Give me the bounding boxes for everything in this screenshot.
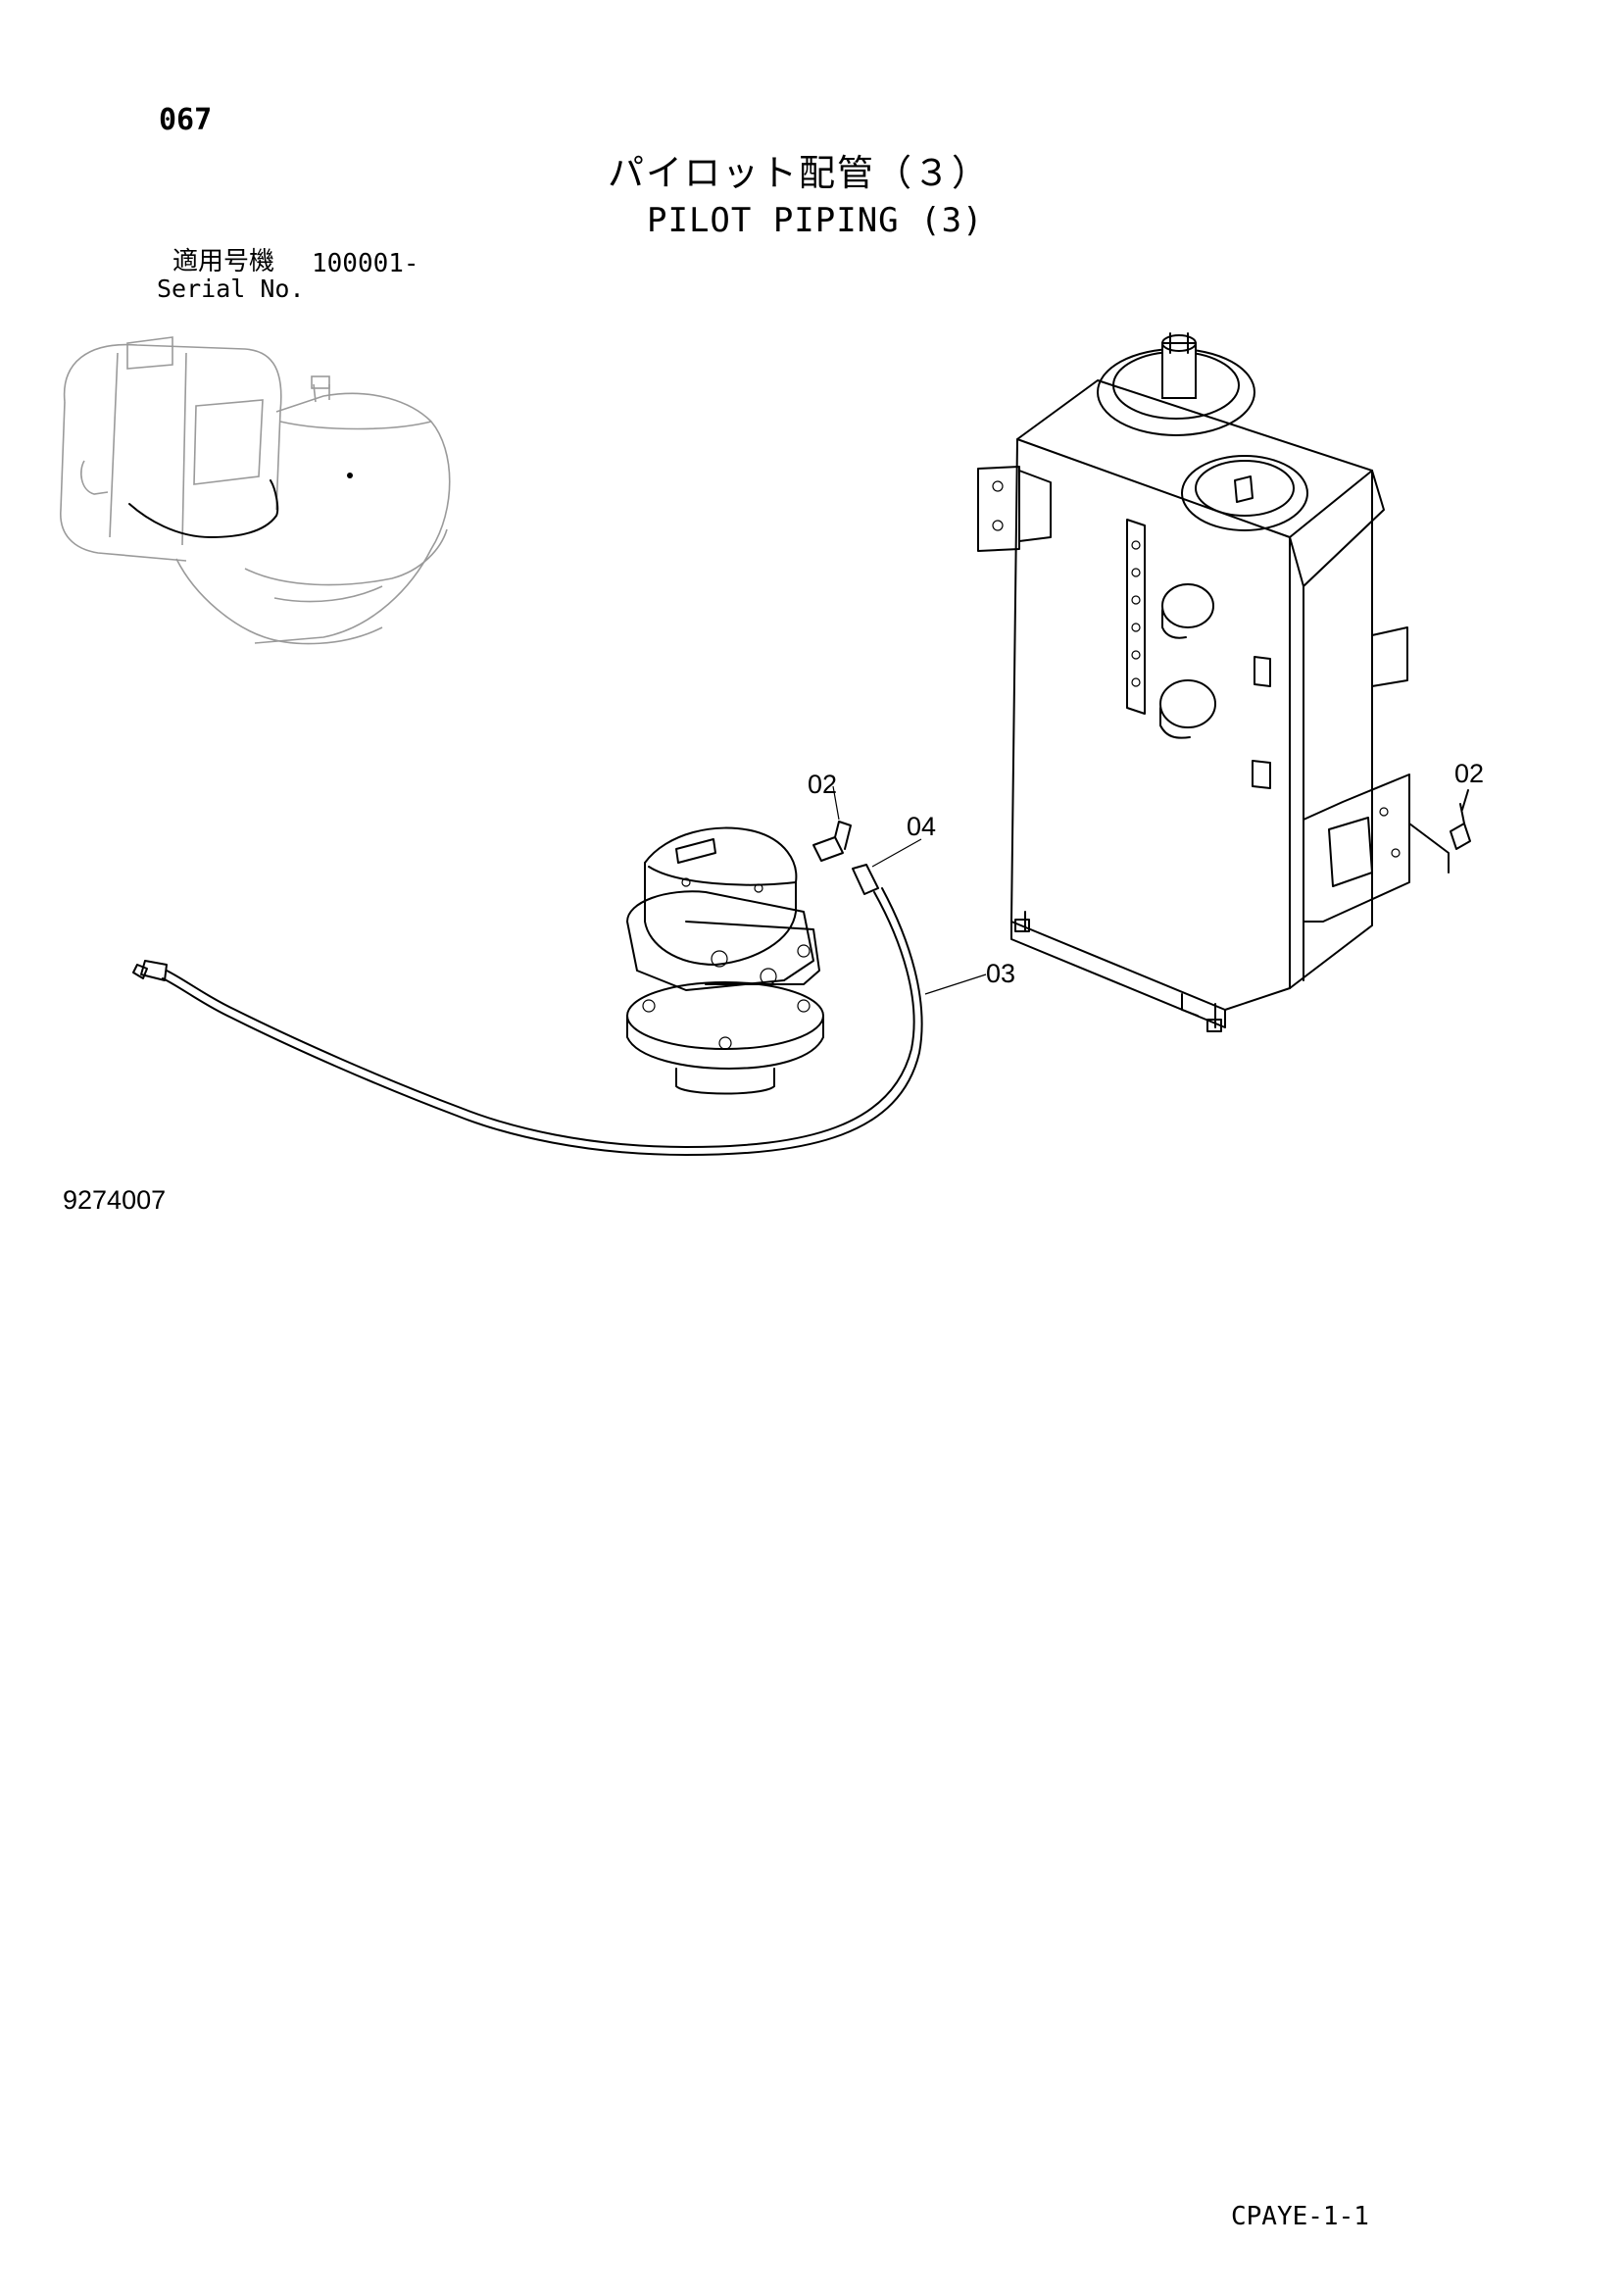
serial-range: 100001- — [312, 249, 419, 278]
callout-04-hose-end: 04 — [907, 812, 937, 841]
callout-02-tank-fitting: 02 — [1454, 759, 1485, 788]
catalog-code: CPAYE-1-1 — [1231, 2202, 1369, 2231]
callout-02-motor-fitting: 02 — [808, 770, 838, 799]
motor-elbow-fitting — [812, 785, 852, 862]
serial-label-english: Serial No. — [157, 275, 305, 303]
hydraulic-tank — [977, 332, 1450, 1032]
swing-motor — [626, 826, 824, 1095]
page-number: 067 — [159, 103, 213, 137]
pilot-hose — [132, 838, 987, 1156]
title-japanese: パイロット配管（３） — [608, 152, 990, 194]
title-english: PILOT PIPING (3) — [647, 201, 984, 240]
drawing-number: 9274007 — [63, 1185, 167, 1215]
tank-fitting — [1450, 789, 1471, 850]
callout-03-hose: 03 — [986, 959, 1016, 988]
serial-label-japanese: 適用号機 — [172, 247, 275, 276]
excavator-locator-sketch — [60, 336, 451, 645]
